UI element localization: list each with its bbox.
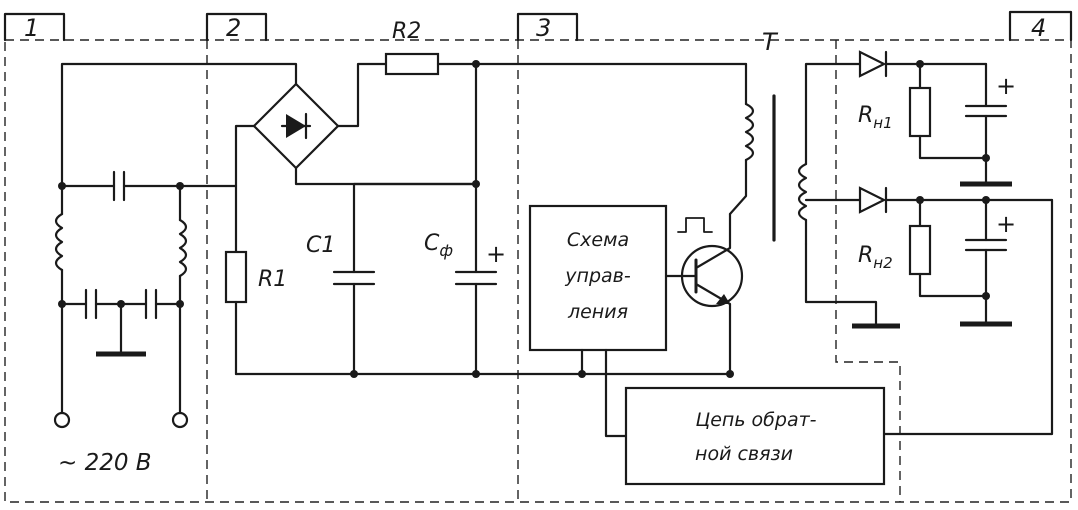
bridge-rectifier bbox=[252, 62, 478, 186]
output-channel-2: Rн2 + bbox=[858, 186, 1054, 436]
capacitor-cf: Cф + bbox=[424, 231, 506, 376]
c-out2-plus-sign: + bbox=[996, 210, 1016, 238]
output-channel-1: Rн1 + bbox=[858, 50, 1016, 187]
block-number-1: 1 bbox=[24, 14, 39, 42]
feedback-line-1: Цепь обрат- bbox=[695, 409, 816, 431]
transformer-label: T bbox=[762, 28, 779, 56]
transformer: T bbox=[728, 28, 900, 329]
transistor-switch bbox=[664, 212, 744, 376]
block-boundaries bbox=[4, 39, 1072, 503]
cf-plus-sign: + bbox=[486, 240, 506, 268]
r2-label: R2 bbox=[392, 19, 421, 44]
mains-voltage-label: ~ 220 В bbox=[58, 450, 152, 476]
feedback-circuit-block: Цепь обрат- ной связи bbox=[624, 386, 886, 486]
block-number-2: 2 bbox=[226, 14, 241, 42]
c-out1-plus-sign: + bbox=[996, 72, 1016, 100]
resistor-r2: R2 bbox=[384, 19, 478, 76]
cf-label: Cф bbox=[424, 231, 453, 260]
rn2-label: Rн2 bbox=[858, 243, 893, 272]
block-tab-3: 3 bbox=[516, 12, 579, 42]
capacitor-c1: C1 bbox=[306, 182, 478, 376]
feedback-line-2: ной связи bbox=[695, 443, 793, 465]
control-line-2: управ- bbox=[564, 265, 631, 287]
c1-label: C1 bbox=[306, 233, 335, 258]
common-rail bbox=[234, 370, 734, 378]
block-tab-2: 2 bbox=[205, 12, 268, 42]
control-circuit-block: Схема управ- ления bbox=[528, 204, 668, 438]
control-line-3: ления bbox=[567, 301, 628, 323]
block-number-4: 4 bbox=[1031, 14, 1046, 42]
input-filter bbox=[54, 62, 298, 414]
rn1-label: Rн1 bbox=[858, 103, 893, 132]
block-number-3: 3 bbox=[536, 14, 551, 42]
mains-terminals: ~ 220 В bbox=[53, 411, 189, 476]
block-tab-4: 4 bbox=[1008, 10, 1073, 42]
resistor-r1: R1 bbox=[224, 184, 287, 376]
r1-label: R1 bbox=[258, 267, 287, 292]
control-line-1: Схема bbox=[567, 229, 629, 251]
block-tab-1: 1 bbox=[3, 12, 66, 42]
